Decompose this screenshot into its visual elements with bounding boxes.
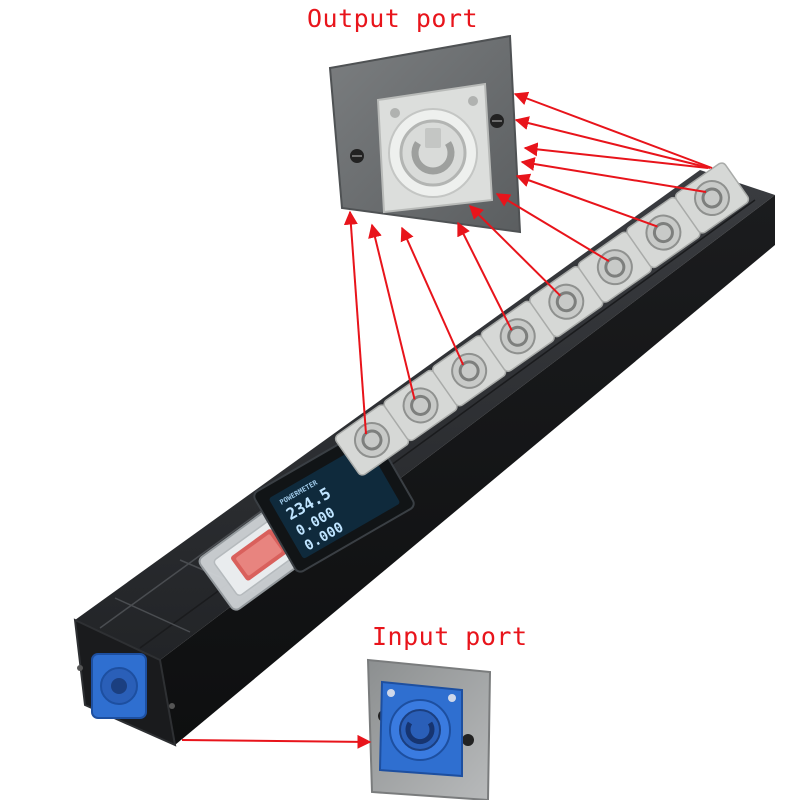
arrow-output-extra-3 [513, 91, 713, 169]
arrow-output-6 [495, 193, 610, 263]
input-port-closeup [366, 658, 492, 800]
output-connector-8 [674, 162, 750, 234]
arrow-output-extra-2 [514, 116, 711, 169]
annotation-arrows [181, 91, 713, 749]
input-plate-screw-right [462, 734, 474, 746]
arrow-output-5 [469, 205, 561, 297]
input-connector-on-strip [91, 653, 147, 719]
output-port-label: Output port [307, 4, 479, 33]
input-port-label: Input port [372, 622, 528, 651]
arrow-output-2 [368, 223, 416, 400]
output-connector-2 [383, 369, 458, 442]
arrow-output-4 [457, 221, 513, 331]
arrow-output-1 [343, 210, 367, 435]
strip-side-face [160, 195, 775, 745]
arrow-input [181, 734, 372, 749]
arrow-output-8 [520, 157, 707, 193]
output-port-closeup [328, 34, 522, 234]
arrow-output-extra-1 [523, 142, 709, 169]
arrow-output-7 [515, 173, 658, 228]
output-connector-4 [480, 300, 555, 372]
output-connectors [334, 162, 750, 476]
output-connector-1 [334, 404, 410, 476]
output-connector-7 [626, 196, 701, 269]
arrow-output-3 [400, 226, 465, 366]
output-connector-3 [432, 335, 507, 407]
